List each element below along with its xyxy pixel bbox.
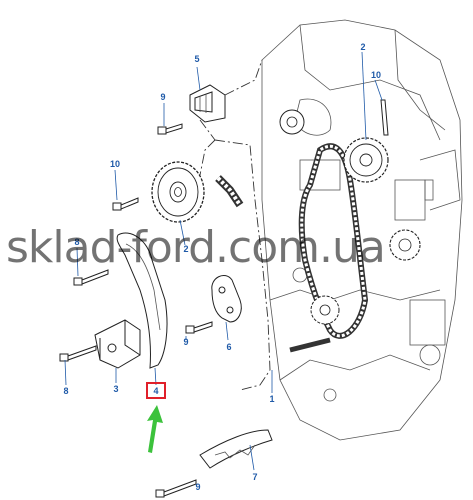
- chain-guide: [116, 232, 168, 369]
- timing-chain: [289, 143, 369, 353]
- callout-1: 1: [269, 394, 274, 404]
- callout-2-camshaft: 2: [360, 42, 365, 52]
- camshaft-sprocket: [343, 137, 389, 183]
- bolt-9-upper: [157, 123, 183, 135]
- callout-8-lower: 8: [63, 386, 68, 396]
- callout-4-highlight-box: [146, 382, 166, 399]
- bolt-10-camshaft: [380, 99, 389, 136]
- callout-10-camshaft: 10: [371, 70, 381, 80]
- callout-9-lower: 9: [195, 482, 200, 492]
- front-cover-dashed-outline: [199, 59, 271, 391]
- bolt-8-upper: [73, 269, 109, 286]
- callout-10-sprocket: 10: [110, 159, 120, 169]
- callout-4: 4: [153, 386, 158, 396]
- camshaft-sprocket-secondary: [279, 109, 305, 135]
- callout-3: 3: [113, 384, 118, 394]
- callout-9-upper: 9: [160, 92, 165, 102]
- callout-6: 6: [226, 342, 231, 352]
- chain-segment-upper: [215, 175, 244, 208]
- callout-8-upper: 8: [74, 237, 79, 247]
- callout-5: 5: [194, 54, 199, 64]
- intermediate-sprocket: [151, 161, 205, 223]
- callout-labels: 5 9 2 10 10 2 8 6 9 3 8 1 4 7 9: [63, 42, 381, 492]
- bolt-9-tensioner: [185, 321, 213, 334]
- chain-guide-lower: [199, 429, 273, 469]
- bolt-10-sprocket: [112, 197, 139, 211]
- callout-9-tensioner: 9: [183, 337, 188, 347]
- chain-guide-bracket-upper: [189, 84, 226, 123]
- callout-2-sprocket: 2: [183, 244, 188, 254]
- engine-block-outline: [261, 19, 463, 441]
- leader-lines: [64, 51, 383, 471]
- callout-7: 7: [252, 472, 257, 482]
- idler-sprocket-right: [389, 229, 421, 261]
- crankshaft-sprocket: [310, 295, 340, 325]
- chain-tensioner: [94, 319, 141, 369]
- chain-tensioner-guide: [211, 275, 242, 323]
- watermark-text: sklad-ford.com.ua: [6, 222, 385, 273]
- bolt-8-lower: [59, 345, 97, 362]
- pointer-arrow: [147, 405, 163, 453]
- bolt-9-lower: [155, 479, 197, 498]
